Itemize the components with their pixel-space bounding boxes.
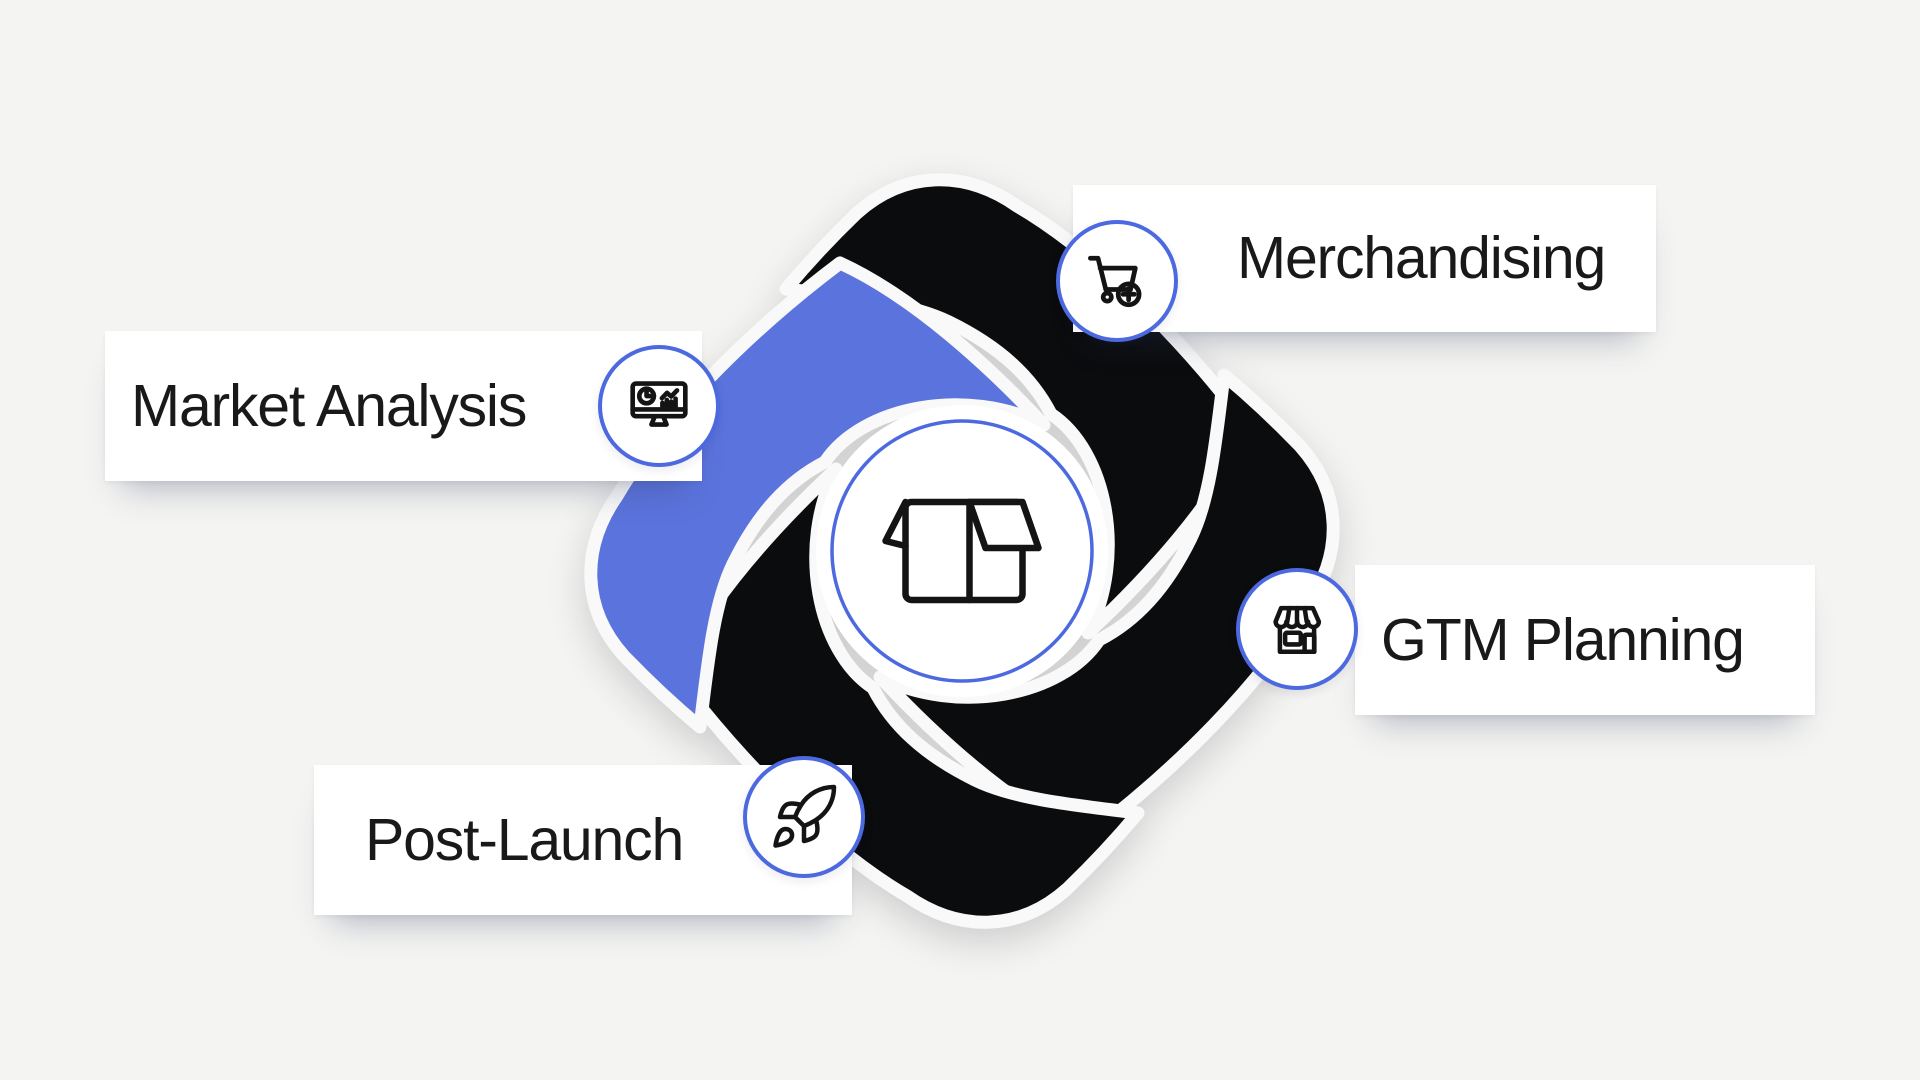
node-label: Post-Launch [365,806,684,873]
pinwheel-loop-graphic [562,151,1362,951]
node-label: GTM Planning [1381,606,1745,673]
storefront-icon [1236,568,1358,690]
open-box-icon [882,498,1042,604]
node-label: Merchandising [1237,225,1606,291]
node-card-gtm-planning: GTM Planning [1355,565,1815,715]
center-hub [816,405,1108,697]
analytics-monitor-icon [598,345,720,467]
node-label: Market Analysis [131,372,527,439]
cart-plus-icon [1056,220,1178,342]
center-hub-ring [830,419,1094,683]
rocket-icon [743,756,865,878]
